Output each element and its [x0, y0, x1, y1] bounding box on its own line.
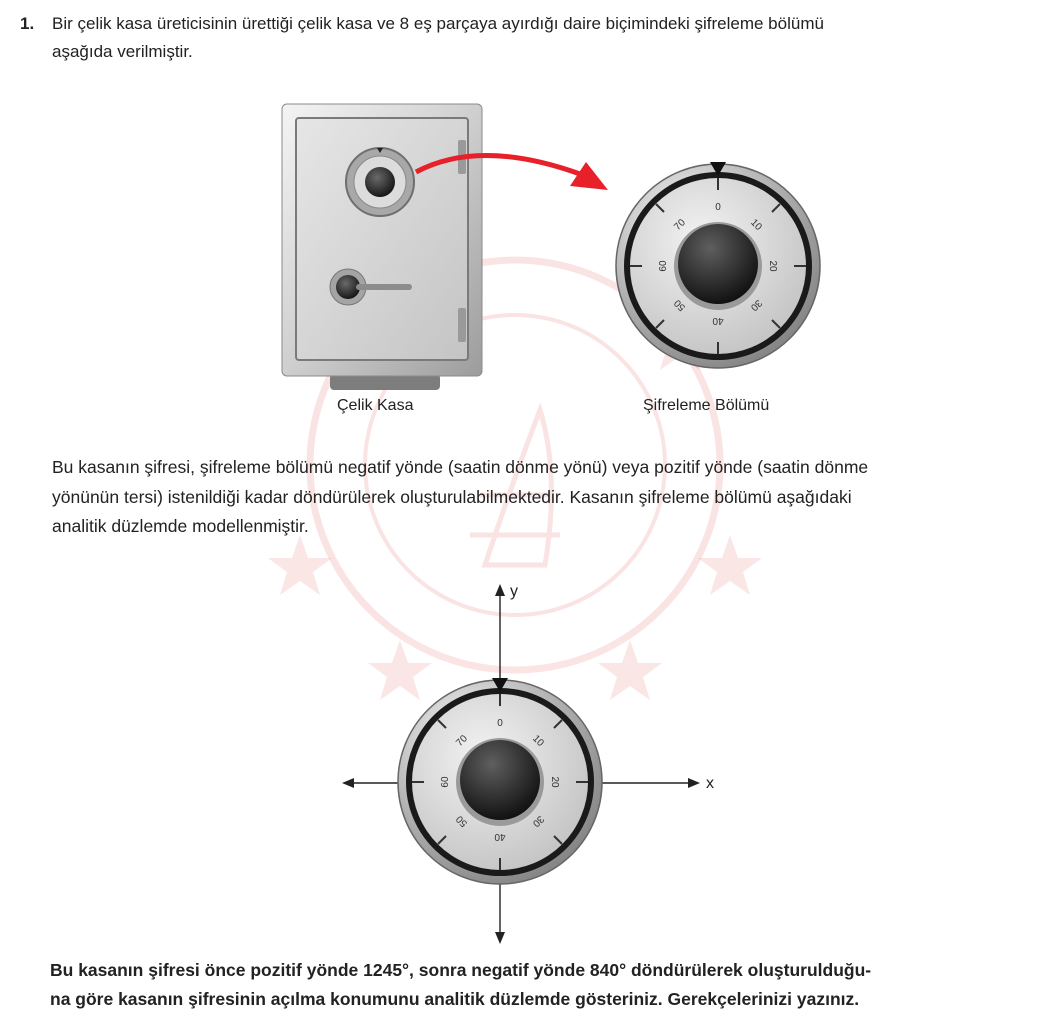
description-line1: Bu kasanın şifresi, şifreleme bölümü neg…	[52, 457, 869, 477]
combination-dial-upper: 0 10 20 30 40 50 60 70	[615, 162, 821, 369]
analytic-plane: y x 0 10 20 30 40 50 60 70	[342, 583, 714, 944]
dial-number-60: 60	[658, 260, 669, 272]
question-number: 1.	[20, 14, 35, 33]
lower-dial-number-40: 40	[494, 831, 506, 842]
lower-dial-number-60: 60	[440, 776, 451, 788]
dial-number-40: 40	[712, 315, 724, 326]
caption-steel-safe: Çelik Kasa	[337, 397, 414, 414]
x-axis-label: x	[706, 775, 714, 792]
caption-dial: Şifreleme Bölümü	[643, 397, 770, 414]
dial-number-20: 20	[767, 260, 778, 272]
lower-dial-number-20: 20	[549, 776, 560, 788]
lower-dial-number-0: 0	[497, 718, 503, 729]
question-intro-line1: Bir çelik kasa üreticisinin ürettiği çel…	[52, 14, 824, 33]
steel-safe-illustration	[281, 103, 483, 390]
red-arrow	[414, 153, 608, 190]
description-line2: yönünün tersi) istenildiği kadar döndürü…	[52, 487, 852, 507]
dial-number-0: 0	[715, 202, 721, 213]
description-line3: analitik düzlemde modellenmiştir.	[52, 516, 309, 536]
combination-dial-lower: 0 10 20 30 40 50 60 70	[397, 678, 603, 885]
question-intro-line2: aşağıda verilmiştir.	[52, 42, 193, 61]
y-axis-label: y	[510, 583, 518, 600]
task-line2: na göre kasanın şifresinin açılma konumu…	[50, 989, 860, 1009]
task-line1: Bu kasanın şifresi önce pozitif yönde 12…	[50, 960, 872, 980]
